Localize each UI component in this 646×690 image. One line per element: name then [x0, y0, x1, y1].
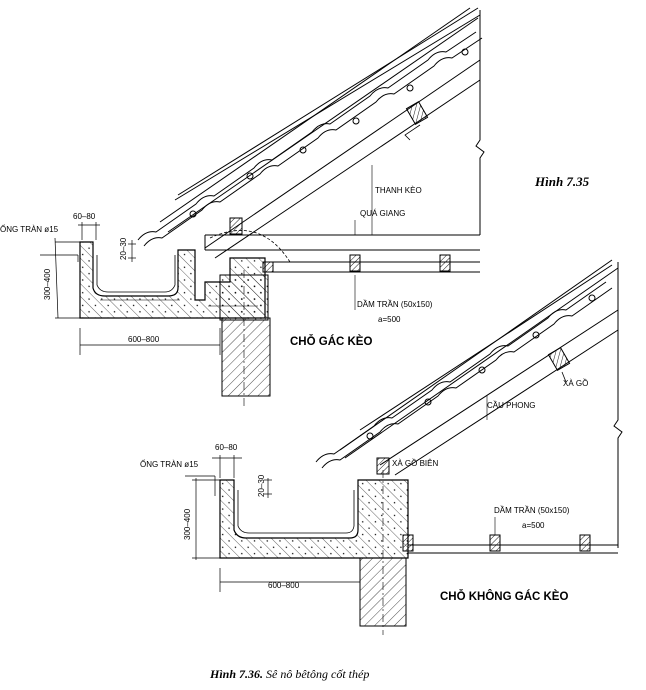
rafter-block-2 [349, 254, 361, 272]
caption-number: Hình 7.36. [209, 667, 263, 681]
detail-top-title: CHỖ GÁC KÈO [290, 335, 372, 348]
roof-slope-top [159, 7, 481, 259]
dim-20-30-bottom: 20–30 [257, 474, 266, 497]
rafter-block-3 [439, 254, 451, 272]
rafter-label: THANH KÈO [375, 186, 422, 195]
dim-300-400-bottom: 300–400 [183, 508, 192, 540]
break-mark-bottom [613, 262, 623, 548]
dim-600-800-bottom: 600–800 [268, 581, 300, 590]
gutter-pipe-label-bottom: ỐNG TRÀN ø15 [140, 459, 199, 469]
detail-bottom-title: CHỖ KHÔNG GÁC KÈO [440, 590, 568, 603]
purlin-block-bottom [547, 347, 571, 371]
dim-60-80-bottom: 60–80 [215, 443, 238, 452]
figure-number-top: Hình 7.35 [534, 174, 590, 189]
roof-tiles-top [137, 31, 483, 247]
roof-tiles-bottom [315, 281, 613, 469]
wall-top [221, 317, 271, 397]
dim-600-800-top: 600–800 [128, 335, 160, 344]
gutter-section-bottom [219, 479, 409, 559]
rafter-block-1 [229, 217, 243, 235]
leaders-top [354, 165, 373, 310]
ceiling-block-3 [579, 534, 591, 552]
dim-60-80-top: 60–80 [73, 212, 96, 221]
dimensions-top [40, 222, 221, 355]
cross-beam-label: QUÁ GIANG [360, 209, 405, 218]
dimensions-bottom [185, 455, 361, 592]
spacing-label-bottom: a=500 [522, 521, 545, 530]
dashed-curve-top [209, 230, 291, 263]
break-mark-top [475, 10, 485, 235]
detail-top: ỐNG TRÀN ø15 60–80 20–30 300–400 600–800… [0, 7, 590, 408]
ceiling-joist-label-bottom: DẦM TRẦN (50x150) [494, 505, 570, 515]
dim-20-30-top: 20–30 [119, 237, 128, 260]
roof-slope-bottom [339, 259, 619, 476]
ceiling-block-2 [489, 534, 501, 552]
gutter-pipe-label-top: ỐNG TRÀN ø15 [0, 224, 59, 234]
figure-caption: Hình 7.36. Sê nô bêtông cốt thép [209, 667, 369, 681]
purlin-label: XÀ GỒ [563, 378, 588, 388]
purlin-block-top [405, 101, 429, 125]
gutter-section-top [79, 241, 266, 319]
dim-300-400-top: 300–400 [43, 268, 52, 300]
edge-purlin-label: XÀ GỒ BIÊN [392, 458, 438, 468]
ceiling-beam-bottom [408, 544, 618, 554]
caption-text: Sê nô bêtông cốt thép [263, 667, 369, 681]
ceiling-joist-label-top: DẦM TRẦN (50x150) [357, 299, 433, 309]
detail-bottom: ỐNG TRÀN ø15 60–80 20–30 300–400 600–800… [140, 259, 623, 635]
common-rafter-label: CẦU PHONG [487, 400, 535, 410]
spacing-label-top: a=500 [378, 315, 401, 324]
cross-beam-top [204, 234, 480, 273]
leaders-bottom [486, 395, 496, 535]
